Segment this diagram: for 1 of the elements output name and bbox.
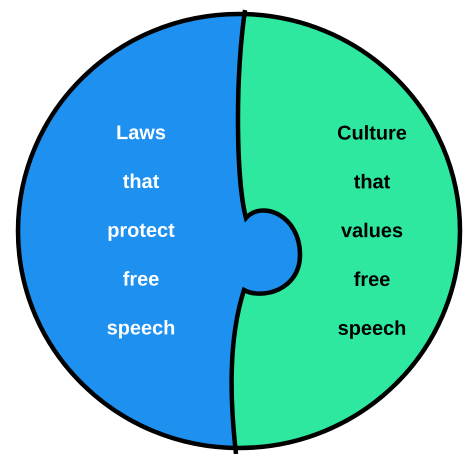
puzzle-piece: Laws that protect free speech <box>18 14 300 448</box>
